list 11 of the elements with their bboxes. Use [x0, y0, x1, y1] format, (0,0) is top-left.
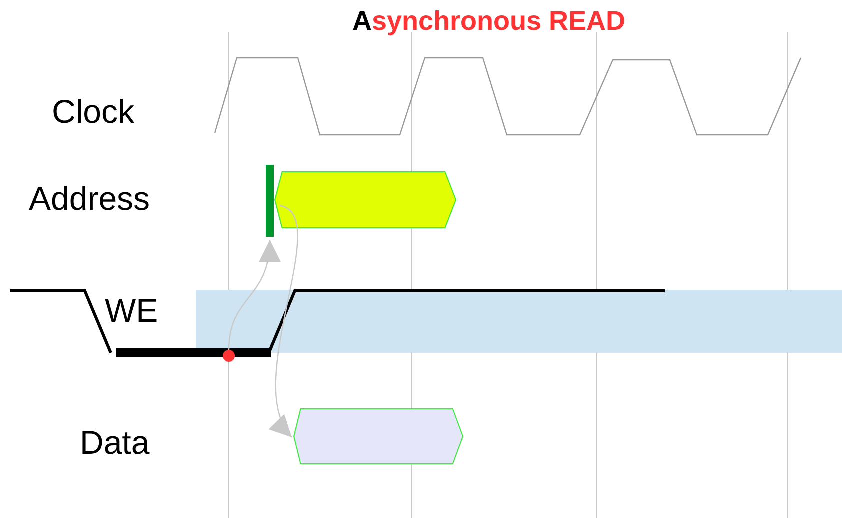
- data-valid-window: [294, 409, 463, 464]
- data-valid-window: [275, 172, 456, 228]
- signal-label: WE: [105, 294, 158, 327]
- arrow: [228, 240, 280, 350]
- arrow: [270, 205, 298, 438]
- event-dot: [223, 350, 235, 362]
- title: Asynchronous READ: [352, 6, 626, 36]
- signal-label: Address: [29, 182, 150, 215]
- signal-label: Clock: [52, 95, 135, 128]
- marker-bar: [266, 165, 274, 237]
- signal-label: Data: [80, 426, 150, 459]
